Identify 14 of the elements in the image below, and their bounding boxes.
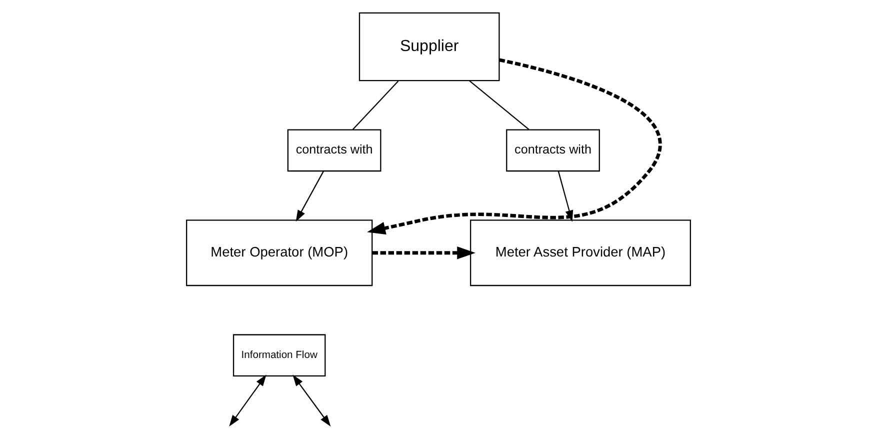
- node-box: contracts with: [287, 129, 382, 172]
- arrow: [372, 246, 476, 260]
- arrow: [558, 171, 574, 222]
- node-box: Meter Operator (MOP): [186, 220, 373, 286]
- arrow: [229, 374, 266, 427]
- node-box: Supplier: [358, 12, 500, 82]
- arrow: [292, 374, 331, 427]
- connector: [469, 80, 530, 130]
- node-box: Information Flow: [232, 334, 326, 377]
- arrow: [367, 58, 662, 234]
- node-box: contracts with: [506, 129, 600, 172]
- node-box: Meter Asset Provider (MAP): [470, 220, 691, 286]
- connector: [352, 80, 399, 130]
- arrow: [296, 171, 324, 222]
